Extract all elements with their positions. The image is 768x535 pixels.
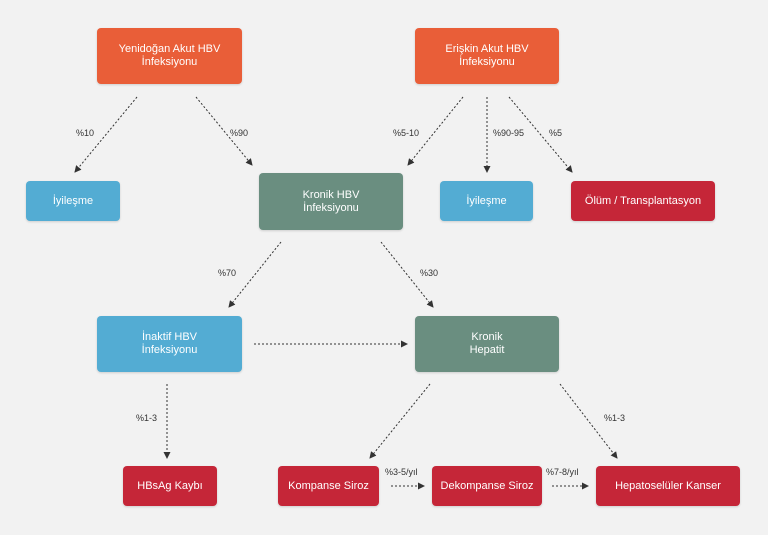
edge-kronikhbv-inaktif bbox=[228, 241, 282, 308]
node-hbsag-kaybi: HBsAg Kaybı bbox=[123, 466, 217, 506]
node-label: İyileşme bbox=[52, 194, 94, 207]
edge-label-eriskin-iyilesme2: %90-95 bbox=[493, 128, 525, 138]
node-hepatoseluler-kanser: Hepatoselüler Kanser bbox=[596, 466, 740, 506]
edge-label-kronikhbv-inaktif: %70 bbox=[218, 268, 237, 278]
edge-kronikhbv-kronikhep bbox=[380, 241, 434, 308]
node-label: Ölüm / Transplantasyon bbox=[584, 194, 702, 207]
node-label: Kompanse Siroz bbox=[288, 479, 369, 492]
edge-label-yenidogan-kronikhbv: %90 bbox=[230, 128, 249, 138]
node-label: HBsAg Kaybı bbox=[137, 479, 203, 492]
edge-eriskin-kronikhbv bbox=[407, 96, 464, 166]
edge-label-eriskin-kronikhbv: %5-10 bbox=[393, 128, 420, 138]
edge-label-kronikhep-hepato: %1-3 bbox=[604, 413, 626, 423]
node-label: İnaktif HBV İnfeksiyonu bbox=[141, 331, 198, 356]
edge-eriskin-olum bbox=[508, 96, 573, 173]
node-label: Hepatoselüler Kanser bbox=[615, 479, 721, 492]
edge-yenidogan-kronikhbv bbox=[195, 96, 253, 166]
edge-label-yenidogan-iyilesme1: %10 bbox=[76, 128, 95, 138]
edge-label-kompanse-dekompanse: %3-5/yıl bbox=[385, 467, 418, 477]
node-kronik-hepatit: Kronik Hepatit bbox=[415, 316, 559, 372]
node-label: İyileşme bbox=[466, 194, 507, 207]
node-olum-transplantasyon: Ölüm / Transplantasyon bbox=[571, 181, 715, 221]
node-eriskin-akut-hbv: Erişkin Akut HBV İnfeksiyonu bbox=[415, 28, 559, 84]
edge-label-kronikhbv-kronikhep: %30 bbox=[420, 268, 439, 278]
node-kronik-hbv: Kronik HBV İnfeksiyonu bbox=[259, 173, 403, 230]
node-kompanse-siroz: Kompanse Siroz bbox=[278, 466, 379, 506]
edge-label-eriskin-olum: %5 bbox=[549, 128, 563, 138]
node-yenidogan-akut-hbv: Yenidoğan Akut HBV İnfeksiyonu bbox=[97, 28, 242, 84]
node-label: Kronik Hepatit bbox=[469, 331, 505, 356]
edge-yenidogan-iyilesme1 bbox=[74, 96, 138, 173]
node-iyilesme-left: İyileşme bbox=[26, 181, 120, 221]
edge-kronikhep-kompanse bbox=[369, 383, 431, 459]
node-inaktif-hbv: İnaktif HBV İnfeksiyonu bbox=[97, 316, 242, 372]
edge-label-inaktif-hbsag: %1-3 bbox=[136, 413, 158, 423]
node-label: Dekompanse Siroz bbox=[440, 479, 534, 492]
node-iyilesme-right: İyileşme bbox=[440, 181, 533, 221]
node-dekompanse-siroz: Dekompanse Siroz bbox=[432, 466, 542, 506]
node-label: Kronik HBV İnfeksiyonu bbox=[302, 188, 360, 214]
node-label: Erişkin Akut HBV İnfeksiyonu bbox=[445, 43, 529, 68]
edge-label-dekompanse-hepato: %7-8/yıl bbox=[546, 467, 579, 477]
edge-kronikhep-hepato bbox=[559, 383, 618, 459]
node-label: Yenidoğan Akut HBV İnfeksiyonu bbox=[118, 43, 221, 68]
